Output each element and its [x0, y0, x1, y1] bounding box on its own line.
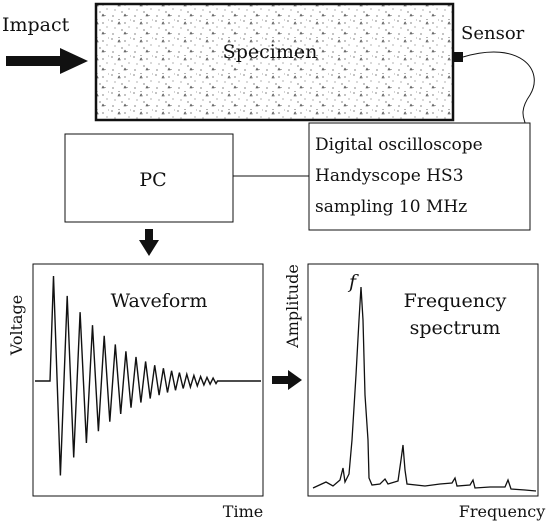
- sensor-cable: [462, 51, 535, 124]
- oscilloscope-box: [308, 122, 531, 231]
- waveform-title: Waveform: [111, 290, 208, 312]
- pc-down-arrow: [139, 229, 159, 256]
- specimen-label: Specimen: [223, 41, 318, 63]
- sensor-label: Sensor: [461, 23, 525, 44]
- spectrum-title-line-2: spectrum: [410, 317, 501, 339]
- spectrum-ylabel: Amplitude: [283, 264, 302, 349]
- specimen-block: [94, 2, 455, 122]
- impact-label: Impact: [2, 14, 70, 36]
- oscilloscope-line-1: Digital oscilloscope: [315, 135, 483, 155]
- spectrum-panel: [307, 263, 539, 497]
- waveform-to-spectrum-arrow: [272, 370, 302, 390]
- pc-box: [64, 133, 234, 223]
- spectrum-title-line-1: Frequency: [404, 290, 507, 312]
- sensor-block: [454, 52, 463, 62]
- waveform-xlabel: Time: [223, 502, 263, 521]
- waveform-trace: [35, 275, 261, 476]
- peak-label: f: [347, 271, 359, 293]
- oscilloscope-line-2: Handyscope HS3: [315, 166, 464, 186]
- spectrum-xlabel: Frequency: [459, 502, 546, 521]
- impact-arrow: [6, 48, 88, 74]
- spectrum-trace: [312, 286, 537, 492]
- waveform-ylabel: Voltage: [7, 295, 26, 357]
- pc-label: PC: [139, 169, 166, 191]
- oscilloscope-line-3: sampling 10 MHz: [315, 197, 467, 217]
